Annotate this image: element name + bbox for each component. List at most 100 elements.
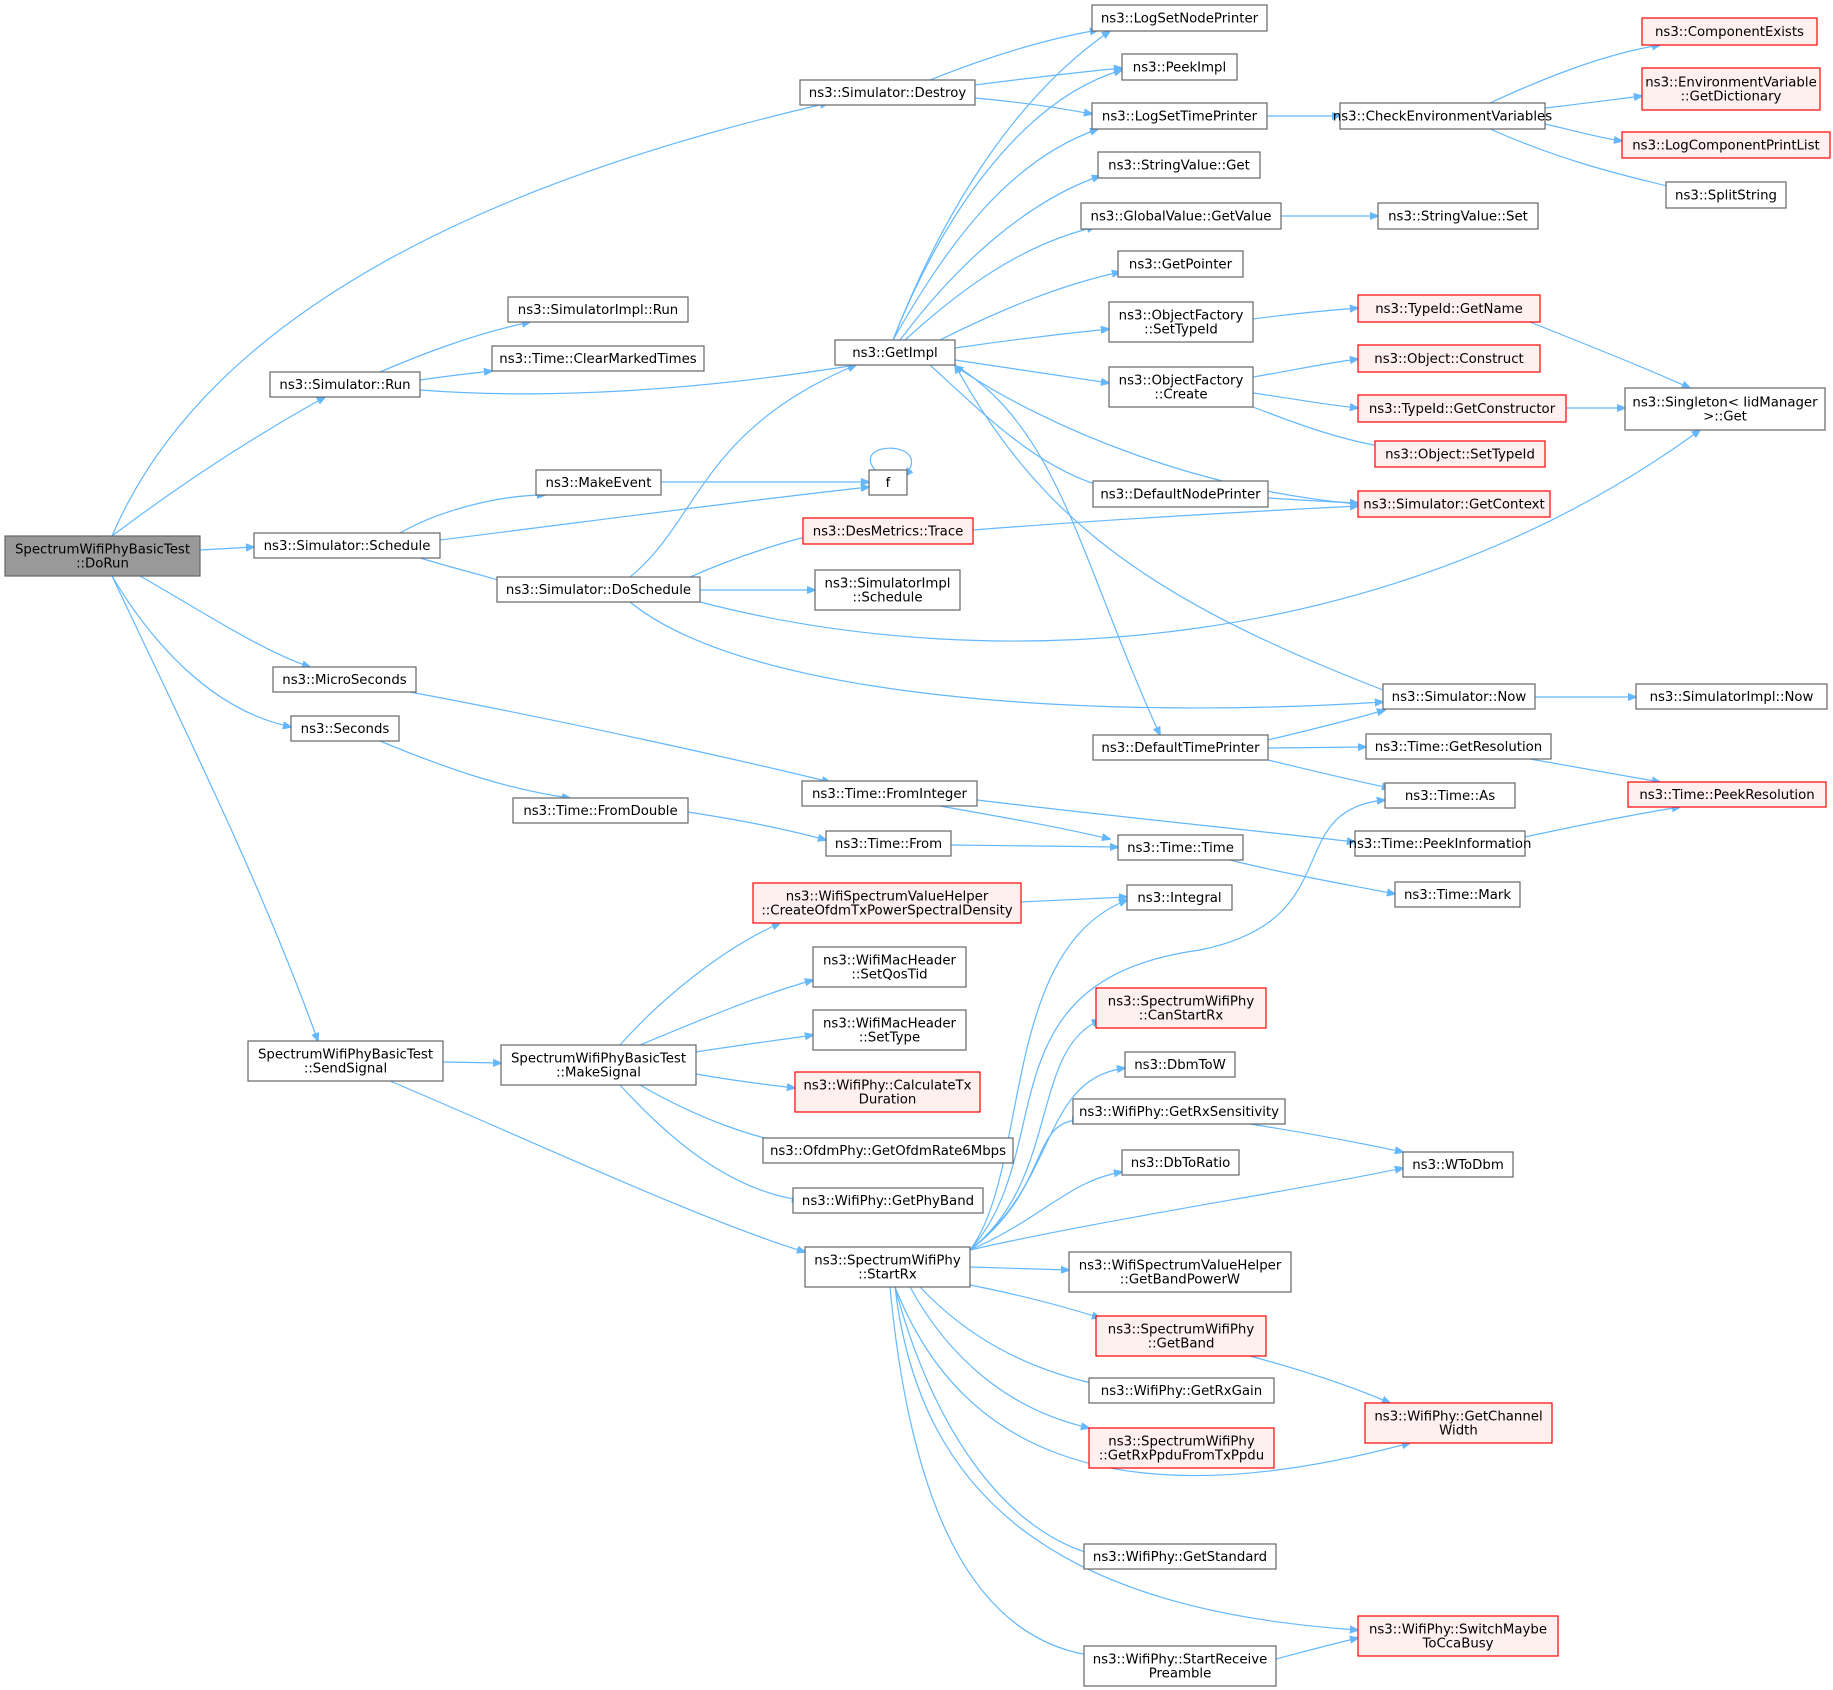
call-edge-startPreamble-to-switchCca [1275,1638,1358,1660]
node-box [1357,490,1551,518]
node-simImplNow[interactable]: ns3::SimulatorImpl::Now [1635,683,1828,710]
node-label: ns3::Time::Time [1127,841,1234,856]
node-label: ns3::Time::GetResolution [1375,740,1542,755]
node-label: ns3::OfdmPhy::GetOfdmRate6Mbps [770,1144,1006,1159]
node-getStandard[interactable]: ns3::WifiPhy::GetStandard [1083,1543,1277,1570]
node-singletonGet[interactable]: ns3::Singleton< IidManager>::Get [1624,387,1826,431]
node-makeSignal[interactable]: SpectrumWifiPhyBasicTest::MakeSignal [500,1044,697,1086]
node-label: ns3::GetPointer [1129,258,1233,273]
node-getImpl[interactable]: ns3::GetImpl [834,339,956,366]
node-box [1091,102,1268,130]
node-logSetNodePrinter[interactable]: ns3::LogSetNodePrinter [1091,4,1268,32]
node-box [1641,17,1818,46]
node-desTrace[interactable]: ns3::DesMetrics::Trace [802,517,974,545]
node-simNow[interactable]: ns3::Simulator::Now [1382,683,1536,710]
node-label: ns3::DbmToW [1134,1058,1226,1073]
node-logCompPrint[interactable]: ns3::LogComponentPrintList [1621,131,1831,159]
node-box [1665,181,1787,209]
node-label: ns3::StringValue::Get [1108,159,1250,174]
node-wToDbm[interactable]: ns3::WToDbm [1402,1151,1514,1178]
node-simImplRun[interactable]: ns3::SimulatorImpl::Run [507,296,689,323]
call-edge-checkEnv-to-splitString [1489,128,1680,189]
node-peekImpl[interactable]: ns3::PeekImpl [1121,53,1238,81]
node-timeGetRes[interactable]: ns3::Time::GetResolution [1365,733,1552,760]
node-componentExists[interactable]: ns3::ComponentExists [1641,17,1818,46]
node-label: ::GetDictionary [1681,90,1782,105]
node-createOfdm[interactable]: ns3::WifiSpectrumValueHelper::CreateOfdm… [752,882,1022,924]
node-getRxGain[interactable]: ns3::WifiPhy::GetRxGain [1088,1377,1275,1404]
node-simRun[interactable]: ns3::Simulator::Run [269,371,421,398]
node-defTimePrinter[interactable]: ns3::DefaultTimePrinter [1092,734,1269,761]
call-edge-getImpl-to-globalGetValue [904,227,1095,341]
node-box [799,79,976,106]
node-checkEnv[interactable]: ns3::CheckEnvironmentVariables [1333,102,1552,130]
node-label: ns3::SpectrumWifiPhy [814,1254,961,1269]
call-edge-makeSignal-to-setQosTid [639,980,813,1046]
node-getRxPpdu[interactable]: ns3::SpectrumWifiPhy::GetRxPpduFromTxPpd… [1088,1427,1275,1469]
call-edge-startRx-to-getRxGain [919,1286,1100,1385]
node-timeFrom[interactable]: ns3::Time::From [825,830,952,857]
node-box [4,535,201,577]
node-timeTime[interactable]: ns3::Time::Time [1117,834,1244,861]
node-ofdmRate[interactable]: ns3::OfdmPhy::GetOfdmRate6Mbps [762,1137,1014,1164]
node-stringValueGet[interactable]: ns3::StringValue::Get [1097,151,1261,179]
node-timePeekInfo[interactable]: ns3::Time::PeekInformation [1349,830,1532,857]
node-simDestroy[interactable]: ns3::Simulator::Destroy [799,79,976,106]
node-label: ns3::Simulator::DoSchedule [506,583,691,598]
node-makeEvent[interactable]: ns3::MakeEvent [535,469,662,496]
node-seconds[interactable]: ns3::Seconds [290,715,400,742]
node-typeIdGetCtor[interactable]: ns3::TypeId::GetConstructor [1357,394,1567,423]
call-edge-getImpl-to-defTimePrinter [954,364,1160,735]
node-getPointer[interactable]: ns3::GetPointer [1117,250,1244,278]
node-label: ::StartRx [858,1268,917,1283]
node-sendSignal[interactable]: SpectrumWifiPhyBasicTest::SendSignal [247,1040,444,1082]
node-simDoSchedule[interactable]: ns3::Simulator::DoSchedule [496,576,701,603]
call-edge-simRun-to-clearMarked [419,371,492,381]
function-nodes: SpectrumWifiPhyBasicTest::DoRunns3::Simu… [4,4,1831,1687]
node-getPhyBand[interactable]: ns3::WifiPhy::GetPhyBand [792,1187,984,1214]
node-f[interactable]: f [868,469,908,496]
node-timePeekRes[interactable]: ns3::Time::PeekResolution [1627,781,1827,808]
node-ofSetTypeId[interactable]: ns3::ObjectFactory::SetTypeId [1108,301,1254,343]
node-defNodePrinter[interactable]: ns3::DefaultNodePrinter [1092,480,1269,508]
node-simSchedule[interactable]: ns3::Simulator::Schedule [253,532,441,559]
node-timeFromInteger[interactable]: ns3::Time::FromInteger [801,780,978,807]
node-simGetContext[interactable]: ns3::Simulator::GetContext [1357,490,1551,518]
node-label: >::Get [1703,410,1747,425]
node-dbmToW[interactable]: ns3::DbmToW [1124,1051,1236,1078]
node-canStartRx[interactable]: ns3::SpectrumWifiPhy::CanStartRx [1095,987,1267,1029]
node-objConstruct[interactable]: ns3::Object::Construct [1357,344,1541,373]
node-timeFromDouble[interactable]: ns3::Time::FromDouble [512,797,689,824]
node-getBandPowerW[interactable]: ns3::WifiSpectrumValueHelper::GetBandPow… [1068,1251,1292,1293]
node-logSetTimePrinter[interactable]: ns3::LogSetTimePrinter [1091,102,1268,130]
node-envGetDict[interactable]: ns3::EnvironmentVariable::GetDictionary [1641,67,1821,111]
node-setType[interactable]: ns3::WifiMacHeader::SetType [812,1009,967,1051]
node-integral[interactable]: ns3::Integral [1126,884,1233,911]
node-box [794,1071,981,1113]
node-timeAs[interactable]: ns3::Time::As [1384,782,1516,809]
node-typeIdGetName[interactable]: ns3::TypeId::GetName [1357,294,1541,323]
node-objSetTypeId[interactable]: ns3::Object::SetTypeId [1374,440,1546,468]
node-simImplSchedule[interactable]: ns3::SimulatorImpl::Schedule [814,569,961,611]
node-label: ns3::WifiPhy::GetRxSensitivity [1079,1105,1279,1120]
node-timeMark[interactable]: ns3::Time::Mark [1394,881,1521,908]
node-globalGetValue[interactable]: ns3::GlobalValue::GetValue [1080,202,1282,230]
node-getRxSens[interactable]: ns3::WifiPhy::GetRxSensitivity [1072,1098,1286,1125]
node-microSeconds[interactable]: ns3::MicroSeconds [272,666,417,693]
call-edge-dorun-to-sendSignal [111,575,318,1041]
node-splitString[interactable]: ns3::SplitString [1665,181,1787,209]
node-getBand[interactable]: ns3::SpectrumWifiPhy::GetBand [1095,1315,1267,1357]
node-dbToRatio[interactable]: ns3::DbToRatio [1121,1149,1240,1176]
node-setQosTid[interactable]: ns3::WifiMacHeader::SetQosTid [812,946,967,988]
node-clearMarked[interactable]: ns3::Time::ClearMarkedTimes [491,345,705,372]
node-stringValueSet[interactable]: ns3::StringValue::Set [1377,202,1539,230]
node-dorun[interactable]: SpectrumWifiPhyBasicTest::DoRun [4,535,201,577]
call-edge-ofCreate-to-objConstruct [1252,359,1358,378]
node-label: Width [1439,1424,1478,1439]
node-ofCreate[interactable]: ns3::ObjectFactory::Create [1108,366,1254,408]
node-startRx[interactable]: ns3::SpectrumWifiPhy::StartRx [804,1246,971,1288]
